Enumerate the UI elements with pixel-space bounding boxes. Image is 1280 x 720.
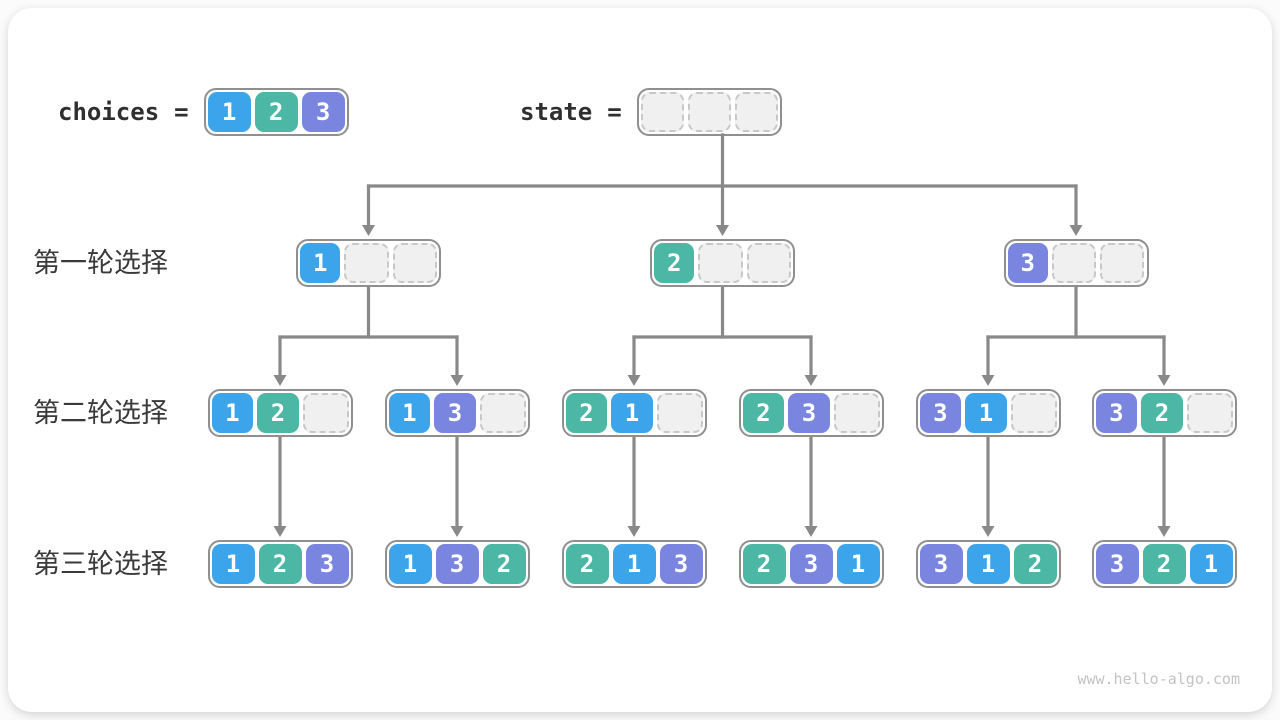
value-cell-3: 3 bbox=[1095, 544, 1139, 584]
state-node-round1-3: 3 bbox=[1003, 239, 1149, 287]
value-cell-2: 2 bbox=[1141, 393, 1183, 433]
value-cell-2: 2 bbox=[1142, 544, 1186, 584]
value-cell-3: 3 bbox=[919, 544, 963, 584]
value-cell-3: 3 bbox=[789, 544, 833, 584]
value-cell-1: 1 bbox=[611, 393, 653, 433]
state-node-round1-1: 1 bbox=[296, 239, 441, 287]
value-cell-3: 3 bbox=[919, 393, 962, 433]
value-cell-2: 2 bbox=[565, 544, 609, 584]
value-cell-1: 1 bbox=[211, 393, 254, 433]
value-cell-1: 1 bbox=[966, 544, 1010, 584]
value-cell-3: 3 bbox=[301, 92, 345, 132]
value-cell-1: 1 bbox=[388, 393, 431, 433]
empty-cell bbox=[656, 393, 703, 433]
value-cell-1: 1 bbox=[612, 544, 656, 584]
choices-equals-sign: = bbox=[174, 98, 189, 126]
empty-cell bbox=[1186, 393, 1233, 433]
value-cell-2: 2 bbox=[742, 544, 786, 584]
value-cell-1: 1 bbox=[1189, 544, 1233, 584]
empty-cell bbox=[640, 92, 684, 132]
value-cell-2: 2 bbox=[482, 544, 526, 584]
empty-cell bbox=[479, 393, 526, 433]
empty-cell bbox=[1100, 243, 1145, 283]
value-cell-2: 2 bbox=[565, 393, 608, 433]
state-legend: state = bbox=[520, 88, 782, 136]
empty-cell bbox=[734, 92, 778, 132]
row-label-round-1: 第一轮选择 bbox=[33, 248, 168, 278]
value-cell-3: 3 bbox=[1095, 393, 1138, 433]
state-label: state bbox=[520, 98, 593, 126]
value-cell-1: 1 bbox=[965, 393, 1007, 433]
value-cell-1: 1 bbox=[211, 544, 255, 584]
value-cell-1: 1 bbox=[300, 243, 341, 283]
row-label-round-3: 第三轮选择 bbox=[33, 549, 168, 579]
value-cell-3: 3 bbox=[305, 544, 349, 584]
value-cell-1: 1 bbox=[836, 544, 880, 584]
state-equals-sign: = bbox=[607, 98, 622, 126]
row-label-round-2: 第二轮选择 bbox=[33, 398, 168, 428]
value-cell-1: 1 bbox=[207, 92, 251, 132]
value-cell-2: 2 bbox=[742, 393, 785, 433]
value-cell-2: 2 bbox=[654, 243, 695, 283]
value-cell-3: 3 bbox=[1007, 243, 1048, 283]
state-array bbox=[636, 88, 782, 136]
empty-cell bbox=[392, 243, 437, 283]
empty-cell bbox=[1010, 393, 1057, 433]
empty-cell bbox=[1051, 243, 1097, 283]
state-node-round1-2: 2 bbox=[650, 239, 795, 287]
value-cell-1: 1 bbox=[388, 544, 432, 584]
value-cell-3: 3 bbox=[435, 544, 479, 584]
value-cell-3: 3 bbox=[788, 393, 830, 433]
empty-cell bbox=[698, 243, 743, 283]
value-cell-2: 2 bbox=[257, 393, 299, 433]
watermark: www.hello-algo.com bbox=[1077, 670, 1240, 688]
value-cell-2: 2 bbox=[258, 544, 302, 584]
value-cell-2: 2 bbox=[1013, 544, 1057, 584]
value-cell-3: 3 bbox=[659, 544, 703, 584]
empty-cell bbox=[833, 393, 880, 433]
choices-label: choices bbox=[58, 98, 160, 126]
empty-cell bbox=[344, 243, 389, 283]
value-cell-2: 2 bbox=[254, 92, 298, 132]
empty-cell bbox=[302, 393, 349, 433]
value-cell-3: 3 bbox=[434, 393, 476, 433]
empty-cell bbox=[746, 243, 791, 283]
empty-cell bbox=[687, 92, 731, 132]
